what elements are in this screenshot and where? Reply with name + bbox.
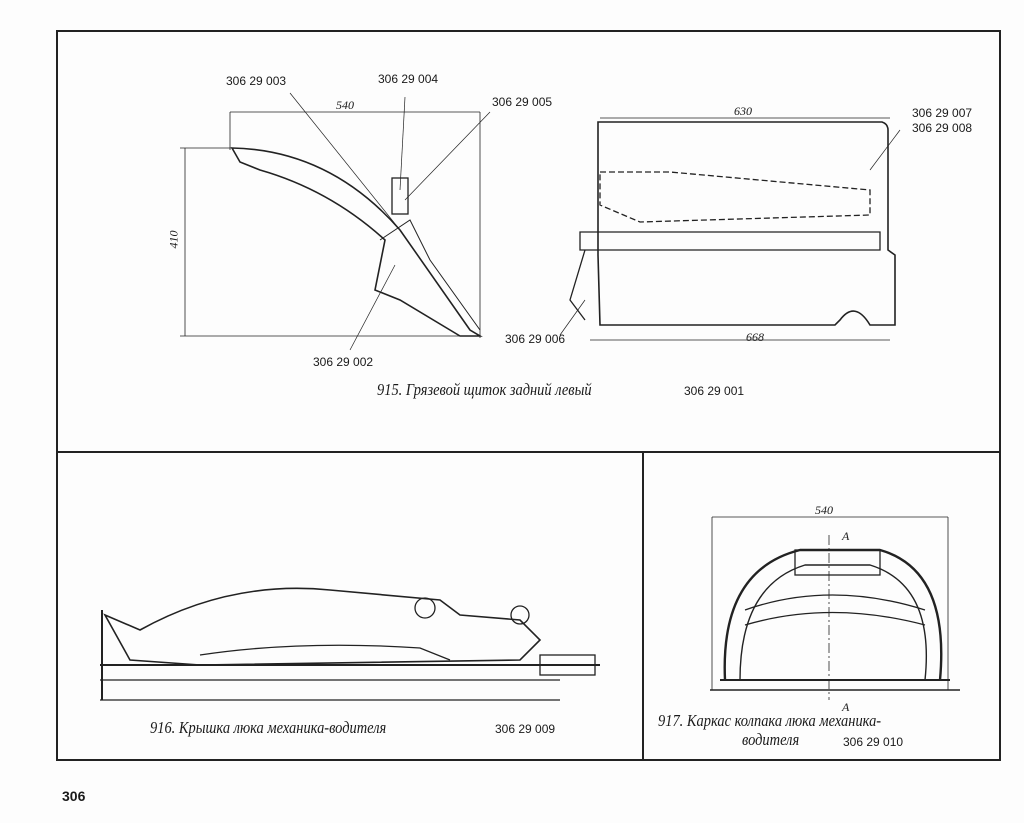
- section-mark-a-bottom: A: [842, 700, 850, 714]
- dimension-668: 668: [746, 330, 764, 344]
- callout-306-29-002: 306 29 002: [313, 355, 374, 369]
- page-number: 306: [62, 788, 86, 804]
- hatch-frame-drawing: [710, 516, 960, 700]
- callout-306-29-008: 306 29 008: [912, 121, 973, 135]
- callout-306-29-007: 306 29 007: [912, 106, 973, 120]
- page-frame: [56, 30, 1001, 761]
- figure-917-caption-line2: водителя: [742, 730, 800, 749]
- figure-915-part-number: 306 29 001: [684, 384, 745, 398]
- callout-306-29-006: 306 29 006: [505, 332, 566, 346]
- callout-306-29-005: 306 29 005: [492, 95, 553, 109]
- figure-917-caption-line1: 917. Каркас колпака люка механика-: [658, 711, 882, 730]
- section-mark-a-top: A: [842, 529, 850, 543]
- dimension-410: 410: [166, 230, 181, 249]
- dimension-540-fig917: 540: [815, 503, 833, 517]
- figure-916-caption: 916. Крышка люка механика-водителя: [150, 718, 387, 737]
- callout-306-29-004: 306 29 004: [378, 72, 439, 86]
- mudguard-top-view: [559, 117, 901, 341]
- mudguard-side-view: [180, 92, 491, 351]
- dimension-540: 540: [336, 98, 354, 112]
- figure-915-caption: 915. Грязевой щиток задний левый: [377, 380, 592, 399]
- figure-917-part-number: 306 29 010: [843, 735, 904, 749]
- callout-306-29-003: 306 29 003: [226, 74, 287, 88]
- hatch-cover-drawing: [100, 587, 600, 701]
- figure-916-part-number: 306 29 009: [495, 722, 556, 736]
- dimension-630: 630: [734, 104, 752, 118]
